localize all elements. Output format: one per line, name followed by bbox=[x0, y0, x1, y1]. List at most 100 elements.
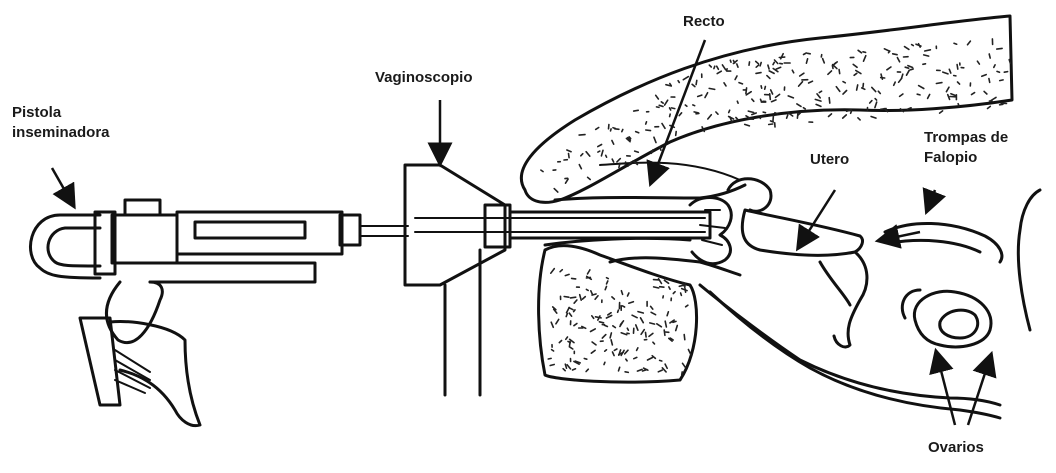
texture-speck bbox=[564, 297, 569, 298]
texture-speck bbox=[556, 319, 559, 323]
texture-speck bbox=[657, 107, 660, 108]
texture-speck bbox=[863, 52, 866, 53]
texture-speck bbox=[626, 359, 627, 361]
texture-speck bbox=[651, 312, 656, 314]
texture-speck bbox=[957, 65, 958, 70]
texture-speck bbox=[803, 108, 805, 109]
texture-speck bbox=[612, 159, 614, 162]
texture-speck bbox=[662, 124, 665, 129]
texture-speck bbox=[887, 67, 891, 70]
texture-speck bbox=[665, 100, 668, 105]
texture-speck bbox=[843, 82, 845, 83]
texture-speck bbox=[905, 67, 909, 68]
texture-speck bbox=[606, 155, 607, 157]
texture-speck bbox=[716, 112, 718, 114]
texture-speck bbox=[768, 65, 769, 69]
texture-speck bbox=[605, 286, 606, 289]
texture-speck bbox=[612, 297, 615, 299]
texture-speck bbox=[686, 305, 688, 307]
texture-speck bbox=[646, 122, 647, 124]
texture-speck bbox=[875, 99, 877, 101]
label-recto: Recto bbox=[683, 12, 725, 32]
texture-speck bbox=[685, 289, 686, 293]
texture-speck bbox=[574, 300, 577, 303]
texture-speck bbox=[943, 72, 948, 74]
texture-speck bbox=[660, 147, 661, 150]
texture-speck bbox=[566, 179, 569, 183]
texture-speck bbox=[552, 350, 554, 351]
texture-speck bbox=[968, 41, 971, 45]
texture-speck bbox=[591, 329, 596, 332]
texture-speck bbox=[636, 325, 638, 330]
uterus-shape bbox=[742, 210, 867, 347]
texture-speck bbox=[625, 350, 628, 354]
texture-speck bbox=[665, 364, 667, 368]
texture-speck bbox=[619, 367, 620, 371]
texture-speck bbox=[566, 314, 567, 317]
texture-speck bbox=[683, 363, 686, 367]
texture-speck bbox=[607, 281, 608, 284]
texture-speck bbox=[736, 118, 738, 120]
texture-speck bbox=[800, 73, 804, 76]
label-utero: Utero bbox=[810, 150, 849, 170]
texture-speck bbox=[559, 341, 561, 343]
texture-speck bbox=[656, 95, 659, 99]
texture-speck bbox=[595, 296, 598, 300]
texture-speck bbox=[884, 49, 889, 51]
texture-speck bbox=[608, 313, 611, 315]
texture-speck bbox=[989, 79, 990, 83]
texture-speck bbox=[541, 170, 543, 172]
texture-speck bbox=[769, 124, 773, 125]
texture-speck bbox=[760, 63, 761, 66]
texture-speck bbox=[568, 341, 570, 342]
texture-speck bbox=[679, 113, 681, 116]
label-pistola: Pistola inseminadora bbox=[12, 103, 110, 143]
texture-speck bbox=[752, 113, 756, 115]
rectum-shape bbox=[521, 16, 1012, 202]
texture-speck bbox=[797, 113, 798, 118]
texture-speck bbox=[617, 159, 620, 162]
texture-speck bbox=[573, 369, 576, 370]
texture-speck bbox=[928, 94, 930, 98]
texture-speck bbox=[681, 293, 682, 295]
texture-speck bbox=[729, 117, 734, 120]
texture-speck bbox=[643, 370, 647, 371]
texture-speck bbox=[657, 324, 662, 327]
texture-speck bbox=[948, 95, 950, 100]
texture-speck bbox=[613, 352, 615, 356]
texture-speck bbox=[551, 322, 553, 327]
texture-speck bbox=[565, 274, 569, 275]
texture-speck bbox=[829, 98, 830, 103]
texture-speck bbox=[804, 53, 807, 55]
texture-speck bbox=[756, 65, 758, 67]
texture-speck bbox=[684, 335, 685, 340]
texture-speck bbox=[994, 65, 995, 68]
texture-speck bbox=[660, 287, 664, 288]
texture-speck bbox=[659, 105, 663, 106]
texture-speck bbox=[588, 177, 591, 179]
texture-speck bbox=[771, 90, 773, 94]
texture-speck bbox=[819, 91, 821, 92]
texture-speck bbox=[727, 69, 728, 71]
arrow-pistola bbox=[52, 168, 72, 203]
texture-speck bbox=[591, 291, 593, 295]
texture-speck bbox=[592, 316, 594, 319]
texture-speck bbox=[610, 333, 611, 338]
texture-speck bbox=[722, 65, 725, 70]
texture-speck bbox=[651, 306, 653, 309]
texture-speck bbox=[588, 270, 590, 274]
texture-speck bbox=[586, 289, 588, 290]
texture-speck bbox=[752, 99, 754, 101]
texture-speck bbox=[872, 87, 876, 91]
texture-speck bbox=[614, 349, 617, 350]
texture-speck bbox=[598, 151, 600, 152]
texture-speck bbox=[788, 96, 793, 98]
texture-speck bbox=[579, 165, 581, 169]
texture-speck bbox=[580, 295, 582, 301]
texture-speck bbox=[989, 54, 990, 58]
texture-speck bbox=[923, 64, 926, 65]
texture-speck bbox=[569, 308, 573, 310]
texture-speck bbox=[919, 86, 924, 89]
texture-speck bbox=[688, 350, 691, 355]
